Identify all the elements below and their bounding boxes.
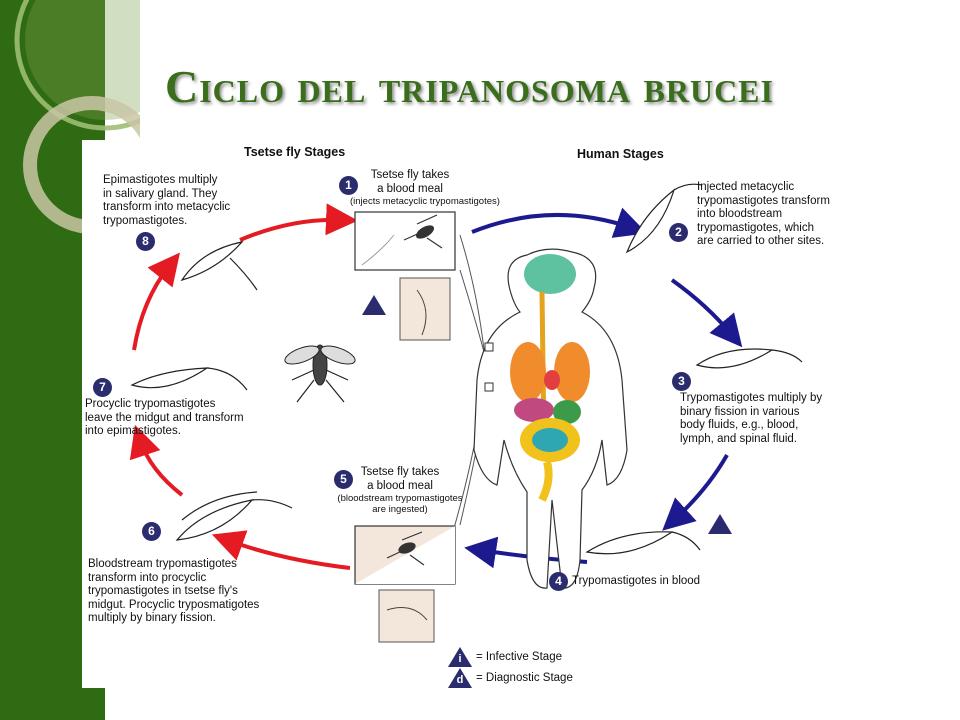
step3-badge: 3 bbox=[672, 372, 691, 391]
human-body-illustration bbox=[473, 248, 628, 589]
step7-badge: 7 bbox=[93, 378, 112, 397]
step1-illustration bbox=[354, 211, 456, 341]
legend-diagnostic-label: = Diagnostic Stage bbox=[476, 672, 573, 684]
step5-badge: 5 bbox=[334, 470, 353, 489]
human-stages-header: Human Stages bbox=[577, 147, 664, 161]
step6-badge: 6 bbox=[142, 522, 161, 541]
red-cycle-arrows bbox=[129, 203, 358, 570]
tsetse-stages-header: Tsetse fly Stages bbox=[244, 145, 346, 159]
infective-stage-icon: i bbox=[448, 647, 472, 667]
step5-illustration bbox=[354, 525, 456, 643]
step4-badge: 4 bbox=[549, 572, 568, 591]
step2-badge: 2 bbox=[669, 223, 688, 242]
step1-badge: 1 bbox=[339, 176, 358, 195]
step8-badge: 8 bbox=[136, 232, 155, 251]
life-cycle-diagram: Tsetse fly Stages Human Stages 1 Tsetse … bbox=[82, 140, 862, 688]
trypanosome-illustrations bbox=[130, 183, 803, 555]
slide-title: Ciclo del tripanosoma brucei bbox=[165, 61, 774, 112]
tsetse-fly-illustration bbox=[284, 344, 356, 403]
diagnostic-stage-icon: d bbox=[448, 668, 472, 688]
legend-infective-label: = Infective Stage bbox=[476, 651, 562, 663]
step4-label: Trypomastigotes in blood bbox=[572, 575, 701, 587]
stage-markers bbox=[362, 295, 732, 534]
